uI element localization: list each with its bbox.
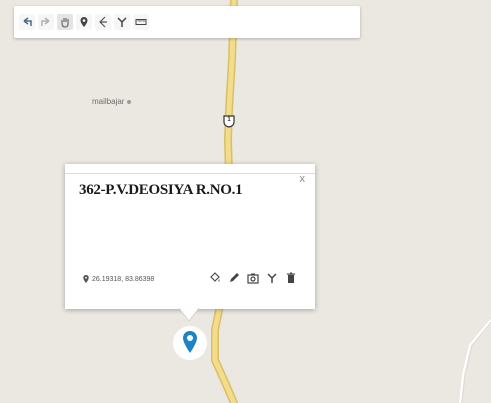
place-label-text: mailbajar: [92, 97, 125, 106]
route-shield-icon: [223, 115, 235, 128]
popup-close-button[interactable]: x: [299, 173, 306, 185]
ruler-button[interactable]: [133, 14, 149, 30]
minor-road-edge: [461, 321, 491, 403]
place-label[interactable]: mailbajar: [92, 97, 132, 106]
draw-line-button[interactable]: [95, 14, 111, 30]
redo-button[interactable]: [38, 14, 54, 30]
map-toolbar: [14, 6, 360, 38]
hand-pan-button[interactable]: [57, 14, 73, 30]
undo-icon: [23, 17, 32, 26]
redo-icon: [41, 17, 50, 26]
route-shield-number: 1: [227, 117, 231, 123]
map-marker-icon: [173, 326, 207, 360]
map-marker[interactable]: [172, 321, 208, 365]
route-icon: [267, 273, 277, 283]
popup-tail: [179, 308, 199, 322]
undo-button[interactable]: [19, 14, 35, 30]
edit-button[interactable]: [228, 271, 240, 283]
paint-bucket-icon: [210, 272, 220, 282]
coordinates-text: 26.19318, 83.86398: [92, 275, 155, 283]
delete-button[interactable]: [285, 271, 297, 283]
minor-road: [459, 319, 491, 403]
popup-title: 362-P.V.DEOSIYA R.NO.1: [79, 182, 243, 198]
add-marker-icon: [80, 17, 88, 27]
camera-icon: [247, 273, 259, 284]
ruler-icon: [135, 19, 147, 25]
add-marker-button[interactable]: [76, 14, 92, 30]
popup-divider: [65, 173, 315, 174]
route-icon: [117, 17, 127, 27]
draw-line-icon: [99, 16, 107, 28]
add-photo-button[interactable]: [247, 271, 259, 284]
place-dot-icon: [127, 99, 132, 104]
trash-icon: [287, 272, 295, 283]
hand-pan-icon: [61, 18, 69, 28]
location-pin-icon: [83, 275, 89, 283]
style-button[interactable]: [209, 271, 221, 283]
marker-info-popup: 362-P.V.DEOSIYA R.NO.1 x 26.19318, 83.86…: [65, 164, 315, 309]
popup-actions: [209, 271, 304, 284]
route-button[interactable]: [114, 14, 130, 30]
pencil-icon: [230, 273, 239, 282]
directions-button[interactable]: [266, 271, 278, 283]
popup-coordinates: 26.19318, 83.86398: [83, 275, 154, 283]
